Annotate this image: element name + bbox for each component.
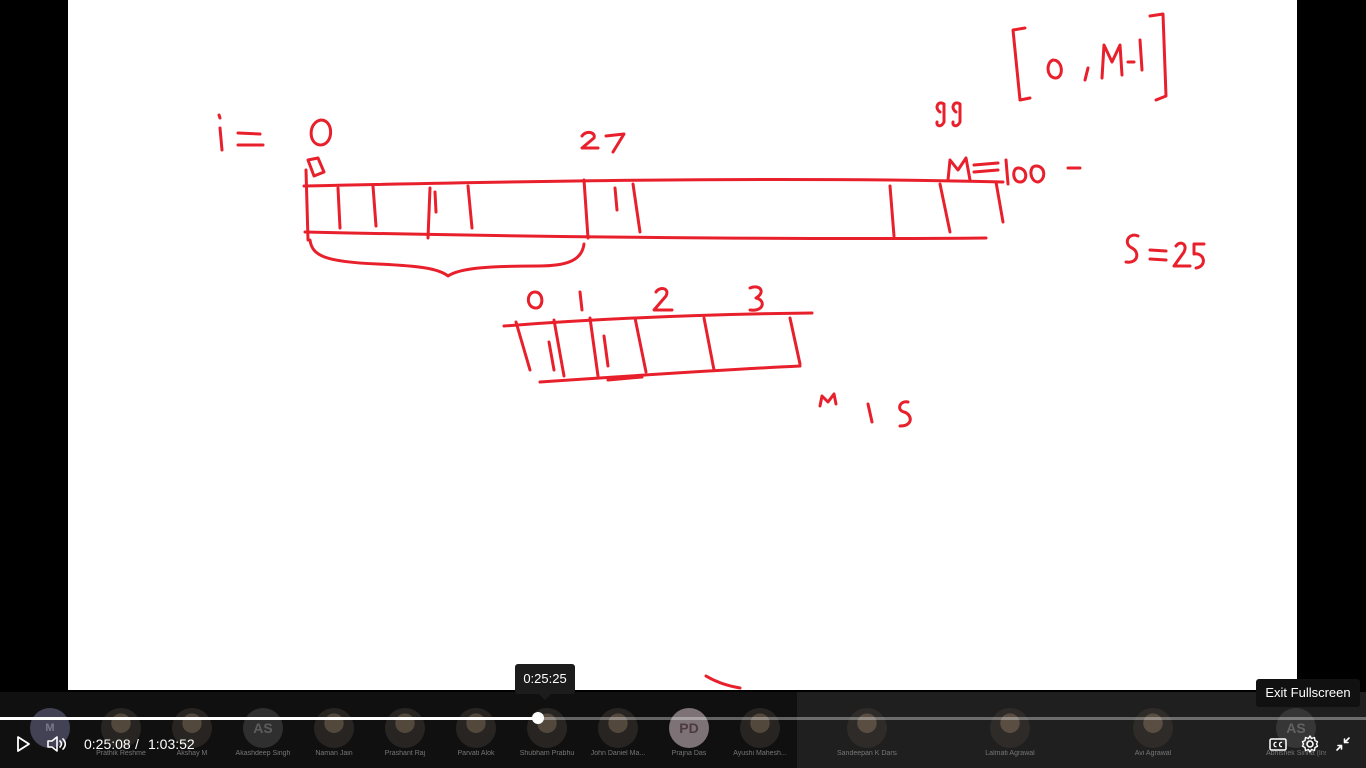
participant-tile[interactable]: Ayushi Mahesh... bbox=[730, 708, 790, 764]
whiteboard-drawing bbox=[217, 12, 1206, 690]
participant-name: Akashdeep Singh bbox=[235, 750, 291, 757]
captions-button[interactable] bbox=[1266, 732, 1290, 756]
ink-s25 bbox=[1124, 233, 1206, 270]
ink-i bbox=[218, 126, 224, 152]
avatar bbox=[1133, 708, 1173, 748]
play-icon bbox=[17, 736, 30, 752]
time-separator: / bbox=[135, 736, 139, 752]
ink-zero bbox=[1046, 58, 1063, 80]
ink-brace bbox=[308, 238, 586, 278]
participant-name: Prathik Reshme bbox=[96, 750, 146, 757]
avatar bbox=[456, 708, 496, 748]
ink-small-array-bottom bbox=[538, 364, 802, 384]
avatar bbox=[990, 708, 1030, 748]
avatar bbox=[385, 708, 425, 748]
participant-tile[interactable]: Avi Agrawal bbox=[1123, 708, 1183, 764]
avatar bbox=[847, 708, 887, 748]
progress-fill bbox=[0, 717, 538, 720]
ink-99 bbox=[935, 101, 962, 128]
duration: 1:03:52 bbox=[148, 736, 195, 752]
ink-one bbox=[1138, 38, 1144, 72]
avatar bbox=[314, 708, 354, 748]
current-time: 0:25:08 bbox=[84, 736, 131, 752]
exit-fullscreen-icon bbox=[1336, 737, 1350, 751]
exit-fullscreen-tooltip: Exit Fullscreen bbox=[1256, 679, 1360, 707]
participant-tile[interactable]: Prashant Raj bbox=[375, 708, 435, 764]
ink-bracket-left bbox=[1011, 26, 1032, 102]
participant-tile[interactable]: AS Akashdeep Singh bbox=[233, 708, 293, 764]
ink-main-array-bottom bbox=[303, 230, 988, 241]
participant-tile[interactable]: Prathik Reshme bbox=[91, 708, 151, 764]
participant-tile[interactable]: Sandeepan K Darsan bbox=[837, 708, 897, 764]
participant-name: Shubham Prabhu bbox=[519, 750, 575, 757]
ink-i-dot bbox=[217, 113, 222, 120]
participant-name: Lalmati Agrawal bbox=[985, 750, 1035, 757]
ink-eq-1 bbox=[236, 131, 262, 136]
ink-main-array-top bbox=[302, 177, 1005, 188]
scrubber-handle[interactable] bbox=[532, 712, 544, 724]
avatar bbox=[598, 708, 638, 748]
whiteboard-video[interactable] bbox=[68, 0, 1297, 690]
settings-button[interactable] bbox=[1298, 732, 1322, 756]
ink-small-underline bbox=[606, 375, 644, 382]
gear-icon bbox=[1301, 735, 1319, 753]
participant-name: Sandeepan K Darsan bbox=[837, 750, 897, 757]
hover-time-text: 0:25:25 bbox=[523, 671, 567, 686]
ink-header-digits bbox=[526, 285, 764, 312]
participant-name: Abhishek Sinha (Instructor & Alga...) bbox=[1266, 750, 1326, 757]
participant-name: Avi Agrawal bbox=[1134, 750, 1172, 757]
participant-tile[interactable]: Akshay M bbox=[162, 708, 222, 764]
ink-pointer bbox=[306, 156, 326, 178]
participant-tile[interactable]: Naman Jain bbox=[304, 708, 364, 764]
volume-button[interactable] bbox=[44, 732, 70, 756]
captions-icon bbox=[1269, 738, 1287, 751]
participant-tile[interactable]: Parvati Alok bbox=[446, 708, 506, 764]
ink-bracket-right bbox=[1148, 12, 1168, 102]
participant-name: Naman Jain bbox=[315, 750, 353, 757]
ink-m bbox=[1100, 43, 1124, 80]
ink-main-array-left bbox=[304, 168, 310, 242]
participant-name: Ayushi Mahesh... bbox=[733, 750, 787, 757]
progress-bar[interactable] bbox=[0, 717, 1366, 720]
ink-main-array-end bbox=[994, 180, 1005, 224]
ink-m100 bbox=[946, 156, 1082, 186]
exit-fullscreen-button[interactable] bbox=[1331, 732, 1355, 756]
participant-name: Akshay M bbox=[176, 750, 208, 757]
participant-name: Parvati Alok bbox=[457, 750, 495, 757]
ink-m-over-s bbox=[818, 392, 912, 428]
ink-comma bbox=[1083, 66, 1090, 82]
ink-zero-label bbox=[309, 118, 333, 147]
ink-ones-small bbox=[547, 334, 610, 372]
participant-name: John Daniel Ma... bbox=[590, 750, 646, 757]
play-button[interactable] bbox=[11, 732, 35, 756]
exit-fullscreen-tooltip-text: Exit Fullscreen bbox=[1265, 685, 1351, 700]
controls-bar: 0:25:08 / 1:03:52 bbox=[0, 724, 1366, 764]
ink-27 bbox=[580, 130, 626, 154]
participant-name: Prashant Raj bbox=[384, 750, 426, 757]
avatar bbox=[101, 708, 141, 748]
volume-icon bbox=[47, 736, 67, 752]
ink-ones-main bbox=[433, 186, 619, 214]
avatar: AS bbox=[243, 708, 283, 748]
avatar bbox=[172, 708, 212, 748]
ink-stray-mark bbox=[704, 674, 742, 690]
ink-small-array-top bbox=[502, 311, 814, 328]
avatar bbox=[740, 708, 780, 748]
avatar: PD bbox=[669, 708, 709, 748]
hover-time-tooltip: 0:25:25 bbox=[515, 664, 575, 700]
participant-name: Prajna Das bbox=[671, 750, 707, 757]
participant-tile[interactable]: PD Prajna Das bbox=[659, 708, 719, 764]
participant-tile[interactable]: John Daniel Ma... bbox=[588, 708, 648, 764]
participant-tile[interactable]: Lalmati Agrawal bbox=[980, 708, 1040, 764]
